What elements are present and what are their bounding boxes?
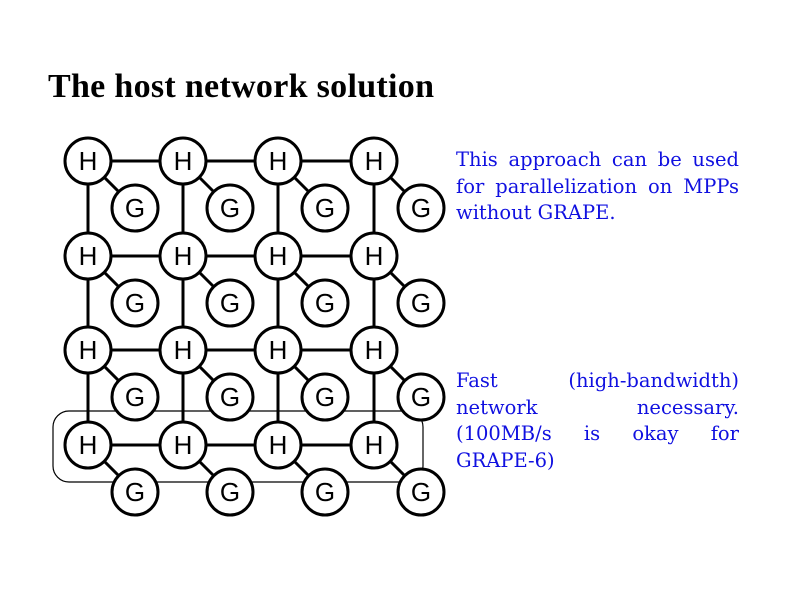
host-node	[349, 231, 399, 281]
host-node-label: H	[365, 146, 384, 176]
grape-node-label: G	[411, 193, 431, 223]
host-node	[349, 420, 399, 470]
host-node-label: H	[174, 241, 193, 271]
grape-node	[396, 372, 446, 422]
grape-node	[110, 183, 160, 233]
host-node	[253, 231, 303, 281]
grape-node-label: G	[125, 288, 145, 318]
grape-node-label: G	[411, 288, 431, 318]
host-node	[63, 420, 113, 470]
grape-node-label: G	[315, 288, 335, 318]
grape-node	[205, 183, 255, 233]
grape-node	[205, 372, 255, 422]
grape-node	[110, 278, 160, 328]
grape-node	[110, 467, 160, 517]
host-node	[158, 136, 208, 186]
grape-node	[205, 278, 255, 328]
grape-node-label: G	[315, 477, 335, 507]
grape-node-label: G	[125, 193, 145, 223]
host-node-label: H	[269, 146, 288, 176]
host-node-label: H	[365, 241, 384, 271]
grape-node	[396, 278, 446, 328]
host-node-label: H	[79, 146, 98, 176]
host-node-label: H	[174, 335, 193, 365]
grape-node-label: G	[315, 193, 335, 223]
host-node-label: H	[79, 335, 98, 365]
host-node-label: H	[269, 335, 288, 365]
grape-node-label: G	[220, 193, 240, 223]
host-node	[158, 325, 208, 375]
host-node-label: H	[79, 430, 98, 460]
host-node	[63, 325, 113, 375]
grape-node	[205, 467, 255, 517]
slide-title: The host network solution	[48, 68, 435, 105]
host-node	[349, 136, 399, 186]
grape-node-label: G	[220, 382, 240, 412]
host-node	[158, 420, 208, 470]
host-node	[253, 136, 303, 186]
host-node	[158, 231, 208, 281]
grape-node-label: G	[411, 382, 431, 412]
host-node	[253, 325, 303, 375]
host-node-label: H	[174, 430, 193, 460]
host-node	[63, 136, 113, 186]
grape-node	[396, 183, 446, 233]
host-node-label: H	[269, 430, 288, 460]
grape-node	[300, 467, 350, 517]
grape-node-label: G	[411, 477, 431, 507]
host-node	[253, 420, 303, 470]
grape-node-label: G	[125, 382, 145, 412]
approach-paragraph: This approach can be used for paralleliz…	[456, 148, 739, 224]
grape-node	[300, 278, 350, 328]
grape-node	[300, 183, 350, 233]
grape-node-label: G	[220, 288, 240, 318]
host-node	[349, 325, 399, 375]
network-requirement-paragraph: Fast (high-bandwidth) network necessary.…	[456, 369, 739, 472]
host-node-label: H	[79, 241, 98, 271]
grape-node	[110, 372, 160, 422]
grape-node-label: G	[315, 382, 335, 412]
host-node-label: H	[174, 146, 193, 176]
host-node	[63, 231, 113, 281]
grape-node-label: G	[220, 477, 240, 507]
host-node-label: H	[365, 335, 384, 365]
host-node-label: H	[269, 241, 288, 271]
grape-node	[396, 467, 446, 517]
host-node-label: H	[365, 430, 384, 460]
grape-node	[300, 372, 350, 422]
grape-node-label: G	[125, 477, 145, 507]
